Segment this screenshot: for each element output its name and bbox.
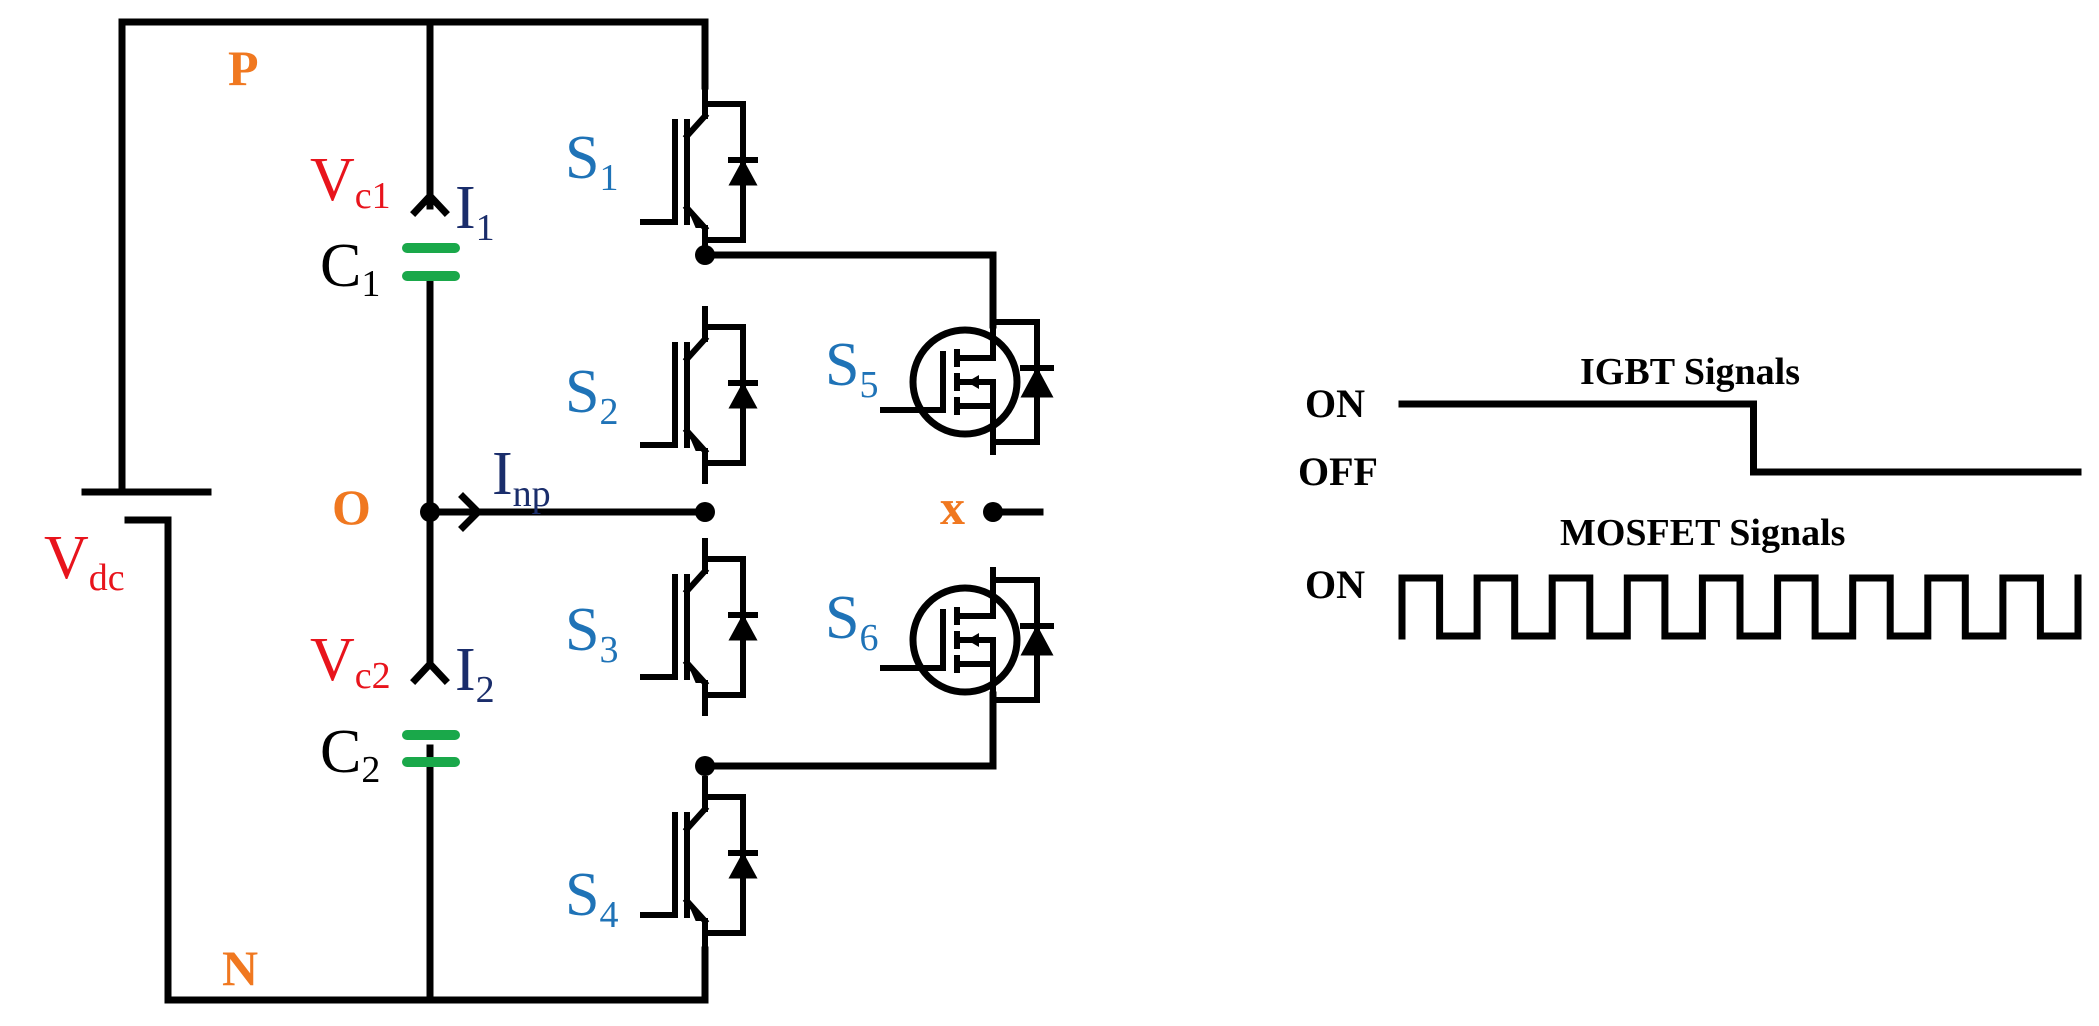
mosfet-s6-symbol [883, 570, 1051, 710]
capacitor-c1-symbol [402, 243, 460, 281]
switch-label-s1: S1 [565, 124, 618, 199]
node-label-n: N [222, 940, 258, 996]
switch-label-s2: S2 [565, 358, 618, 433]
junction-s3-s4 [695, 756, 715, 776]
igbt-s1-symbol [643, 86, 755, 258]
gate-signals-panel: IGBT Signals ON OFF MOSFET Signals ON [1298, 351, 2082, 640]
capacitor-c2-symbol [402, 730, 460, 767]
voltage-label-vc1: Vc1 [310, 146, 391, 217]
positive-bus-wire [118, 18, 709, 496]
igbt-signal-waveform [1398, 400, 2082, 476]
switch-label-s5: S5 [825, 331, 878, 406]
current-label-i2: I2 [455, 636, 495, 711]
igbt-signals-title: IGBT Signals [1580, 351, 1800, 393]
mosfet-signals-title: MOSFET Signals [1560, 512, 1845, 554]
junction-x [983, 502, 1003, 522]
node-label-x: x [940, 479, 965, 535]
current-label-inp: Inp [492, 440, 551, 515]
current-arrow-inp-icon [458, 492, 483, 532]
switch-label-s3: S3 [565, 596, 618, 671]
igbt-on-label: ON [1305, 381, 1365, 426]
current-label-i1: I1 [455, 174, 495, 249]
node-label-p: P [228, 40, 259, 96]
capacitor-label-c2: C2 [320, 718, 380, 791]
voltage-label-vc2: Vc2 [310, 626, 391, 697]
igbt-s4-symbol [643, 779, 755, 951]
capacitor-label-c1: C1 [320, 232, 380, 305]
mosfet-signal-waveform [1398, 574, 2082, 640]
dc-source-symbol [81, 488, 212, 524]
upper-clamp-wire [701, 251, 997, 329]
current-arrow-i1-icon [410, 190, 450, 217]
negative-bus-wire [164, 516, 709, 1004]
igbt-s3-symbol [643, 541, 755, 713]
switch-label-s4: S4 [565, 861, 618, 936]
igbt-off-label: OFF [1298, 449, 1378, 494]
current-arrow-i2-icon [410, 658, 450, 685]
switch-label-s6: S6 [825, 584, 878, 659]
lower-clamp-wire [701, 691, 997, 770]
junction-s2-s3 [695, 502, 715, 522]
source-label-vdc: Vdc [44, 524, 125, 599]
node-label-o: O [332, 479, 371, 535]
mosfet-s5-symbol [883, 312, 1051, 452]
junction-o [420, 502, 440, 522]
mosfet-on-label: ON [1305, 562, 1365, 607]
igbt-s2-symbol [643, 309, 755, 481]
